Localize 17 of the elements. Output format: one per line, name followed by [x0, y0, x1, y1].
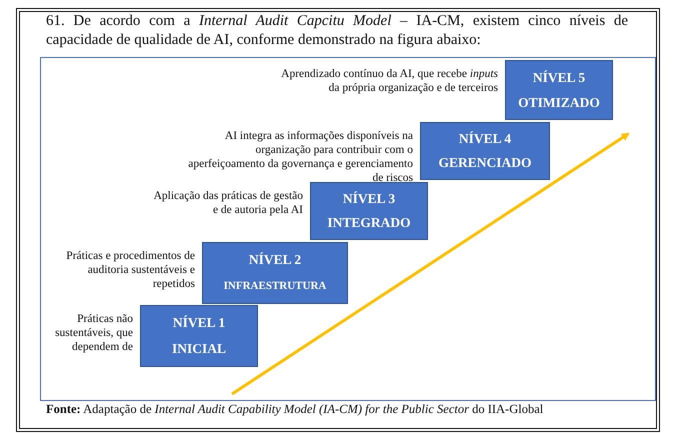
- level-description: Aprendizado contínuo da AI, que recebe inputs da própria organização e de terceiros: [280, 67, 498, 95]
- level-name: INFRAESTRUTURA: [222, 279, 328, 294]
- level-number: NÍVEL 3: [342, 191, 396, 207]
- level-description: Práticas não sustentáveis, que dependem de: [54, 312, 133, 354]
- level-number: NÍVEL 5: [532, 70, 586, 86]
- source-caption: Fonte: Adaptação de Internal Audit Capability Model (IA-CM) for the Public Sector do IIA-Global: [46, 402, 544, 417]
- level-number: NÍVEL 4: [458, 131, 512, 147]
- level-name: INICIAL: [170, 341, 227, 357]
- level-name: GERENCIADO: [437, 155, 532, 171]
- level-description: AI integra as informações disponíveis na organização para contribuir com o aperfeiçoamento da governança e gerenciamento de riscos: [187, 129, 413, 185]
- level-description: Aplicação das práticas de gestão e de autoria pela AI: [153, 189, 303, 217]
- level-number: NÍVEL 2: [248, 252, 302, 268]
- level-name: OTIMIZADO: [517, 94, 601, 110]
- level-name: INTEGRADO: [326, 215, 412, 231]
- level-number: NÍVEL 1: [172, 315, 226, 331]
- level-description: Práticas e procedimentos de auditoria sustentáveis e repetidos: [65, 249, 195, 291]
- question-text: 61. De acordo com a Internal Audit Capcitu Model – IA-CM, existem cinco níveis de capacidade de qualidade de AI, conforme demonstrado na figura abaixo:: [46, 12, 628, 50]
